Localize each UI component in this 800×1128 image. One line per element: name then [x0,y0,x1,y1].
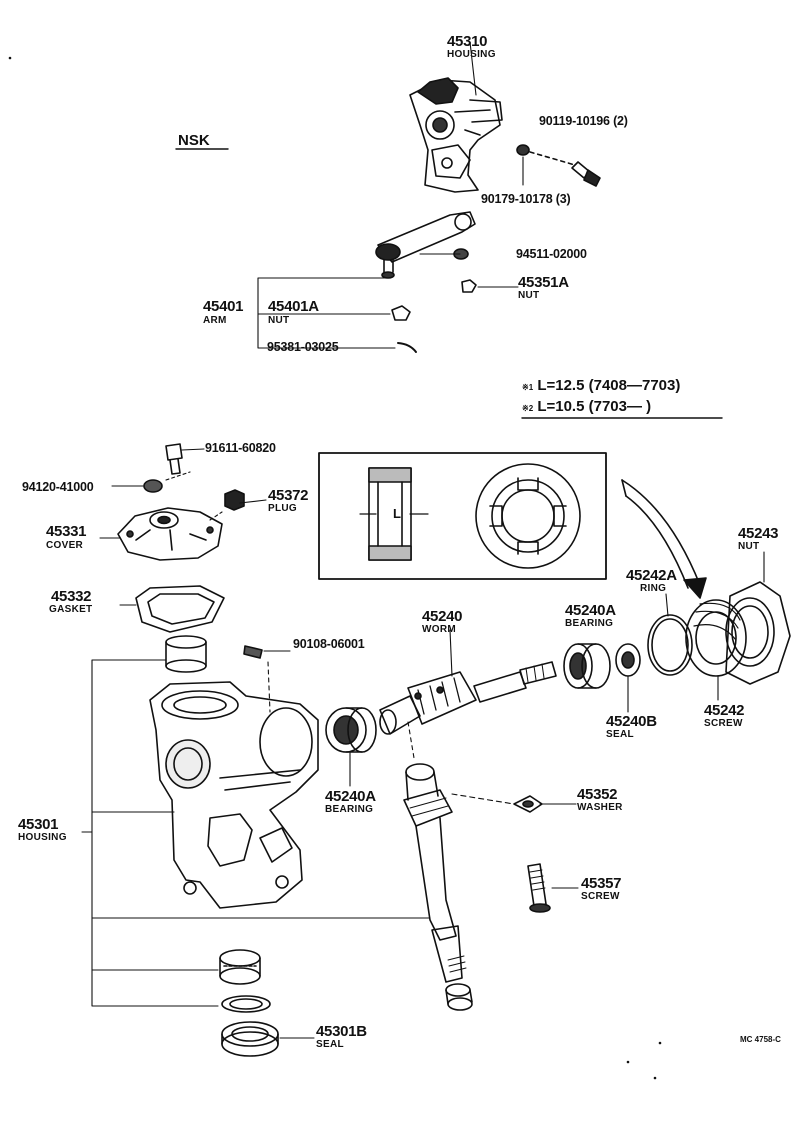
bearing-45240A-top-drawing [563,643,611,689]
screw-45357-drawing [527,863,551,913]
part-number-45243: 45243 [738,525,779,542]
housing-bracket [81,659,431,1007]
part-number-45240B: 45240B [606,713,657,730]
part-number-90179: 90179-10178 (3) [481,192,571,206]
shaft-drawing [403,763,473,1011]
part-name-45240: WORM [422,624,456,635]
part-name-45310: HOUSING [447,49,496,60]
part-number-45310: 45310 [447,33,488,50]
housing-45310-drawing [409,77,503,193]
part-number-45240A-lower: 45240A [325,788,376,805]
bearing-45240A-lower-drawing [325,707,377,753]
part-number-45301: 45301 [18,816,59,833]
bolt-90119-drawing [571,161,601,187]
part-number-94120: 94120-41000 [22,480,94,494]
part-number-45352: 45352 [577,786,618,803]
arm-45401-drawing [375,211,476,279]
arm-bracket [257,277,396,349]
part-number-45242: 45242 [704,702,745,719]
part-name-45401A: NUT [268,315,290,326]
note-2: ※2 L=10.5 (7703— ) [522,399,651,414]
note-1-mark: ※1 [522,383,534,392]
note-1-text: L=12.5 (7408—7703) [537,377,681,394]
part-name-45301B: SEAL [316,1039,344,1050]
detail-box [318,452,607,580]
part-number-45357: 45357 [581,875,622,892]
washer-90179-drawing [516,144,530,156]
part-name-45332: GASKET [49,604,93,615]
washer-45352-drawing [513,795,543,813]
worm-45240-drawing [379,629,557,759]
ring-45242A-drawing [647,614,693,676]
part-number-91611: 91611-60820 [205,441,276,455]
part-number-45331: 45331 [46,523,87,540]
part-number-45240: 45240 [422,608,463,625]
plug-45372-drawing [224,489,245,511]
part-number-45242A: 45242A [626,567,677,584]
part-number-45401: 45401 [203,298,244,315]
seal-45301B-drawing [221,1021,279,1057]
pin-95381-drawing [397,342,417,353]
drawing-code: MC 4758-C [740,1035,781,1044]
curved-arrow [621,479,707,599]
part-number-45372: 45372 [268,487,309,504]
part-name-45357: SCREW [581,891,620,902]
note-1: ※1 L=12.5 (7408—7703) [522,378,680,393]
brand-label: NSK [178,132,210,149]
washer-94120-drawing [143,479,163,493]
part-number-45401A: 45401A [268,298,319,315]
part-number-90119: 90119-10196 (2) [539,114,628,128]
housing-45301-drawing [149,681,319,909]
bearing-lower-drawing [219,949,261,985]
nut-45351A-drawing [461,279,477,293]
note-2-mark: ※2 [522,404,534,413]
screw-91611-drawing [165,443,183,475]
leader-bolt-dashed [529,151,576,166]
part-name-45242: SCREW [704,718,743,729]
part-number-45301B: 45301B [316,1023,367,1040]
part-number-45332: 45332 [51,588,92,605]
part-name-45240A-top: BEARING [565,618,614,629]
part-name-45352: WASHER [577,802,623,813]
screw-45242-drawing [685,599,747,677]
part-name-45243: NUT [738,541,760,552]
nut-45243-drawing [725,581,791,685]
seal-45240B-drawing [615,643,641,677]
part-name-45331: COVER [46,540,84,551]
part-number-45351A: 45351A [518,274,569,291]
screw-90108-drawing [243,645,263,659]
part-number-45240A-top: 45240A [565,602,616,619]
part-name-45372: PLUG [268,503,297,514]
part-name-45240B: SEAL [606,729,634,740]
part-number-90108: 90108-06001 [293,637,365,651]
seal-ring-drawing [221,995,271,1013]
part-number-95381: 95381-03025 [267,340,339,354]
bushing-drawing [165,635,207,673]
gasket-45332-drawing [135,585,225,633]
part-name-45240A-lower: BEARING [325,804,374,815]
cover-45331-drawing [117,507,223,561]
detail-dimension-label: L [393,506,401,521]
note-2-text: L=10.5 (7703— ) [537,398,652,415]
part-name-45401: ARM [203,315,227,326]
part-number-94511: 94511-02000 [516,247,587,261]
part-name-45351A: NUT [518,290,540,301]
nut-45401A-drawing [391,305,411,321]
part-name-45301: HOUSING [18,832,67,843]
part-name-45242A: RING [640,583,667,594]
